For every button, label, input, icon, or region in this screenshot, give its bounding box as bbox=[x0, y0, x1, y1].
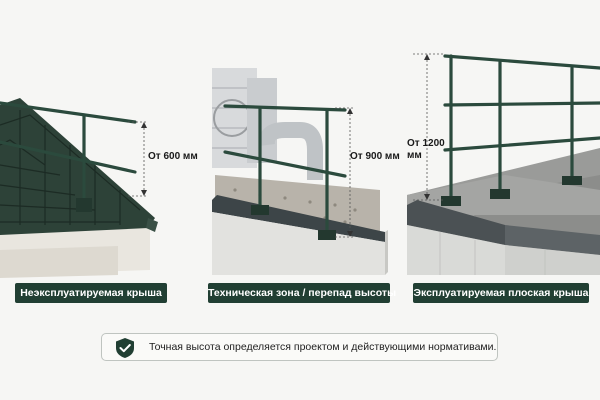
height-label-1200-line1: От 1200 bbox=[407, 138, 445, 149]
caption-flat-roof: Эксплуатируемая плоская крыша bbox=[413, 283, 589, 303]
note-text: Точная высота определяется проектом и де… bbox=[149, 341, 497, 353]
height-label-600: От 600 мм bbox=[148, 151, 198, 162]
shield-check-icon bbox=[116, 338, 134, 358]
technical-zone-illustration bbox=[212, 68, 388, 275]
caption-technical-zone: Техническая зона / перепад высоты bbox=[208, 283, 396, 303]
panel-flat-roof: От 1200 мм bbox=[405, 0, 600, 285]
info-note: Точная высота определяется проектом и де… bbox=[101, 333, 498, 361]
panel-pitched-roof: От 600 мм bbox=[0, 0, 198, 285]
flat-roof-illustration bbox=[407, 53, 600, 275]
pitched-roof-illustration bbox=[0, 98, 158, 278]
panel-technical-zone: От 900 мм bbox=[205, 0, 400, 285]
height-label-1200: От 1200 мм bbox=[407, 138, 445, 162]
height-label-1200-line2: мм bbox=[407, 150, 422, 161]
caption-pitched-roof: Неэксплуатируемая крыша bbox=[15, 283, 167, 303]
height-label-900: От 900 мм bbox=[350, 151, 400, 162]
